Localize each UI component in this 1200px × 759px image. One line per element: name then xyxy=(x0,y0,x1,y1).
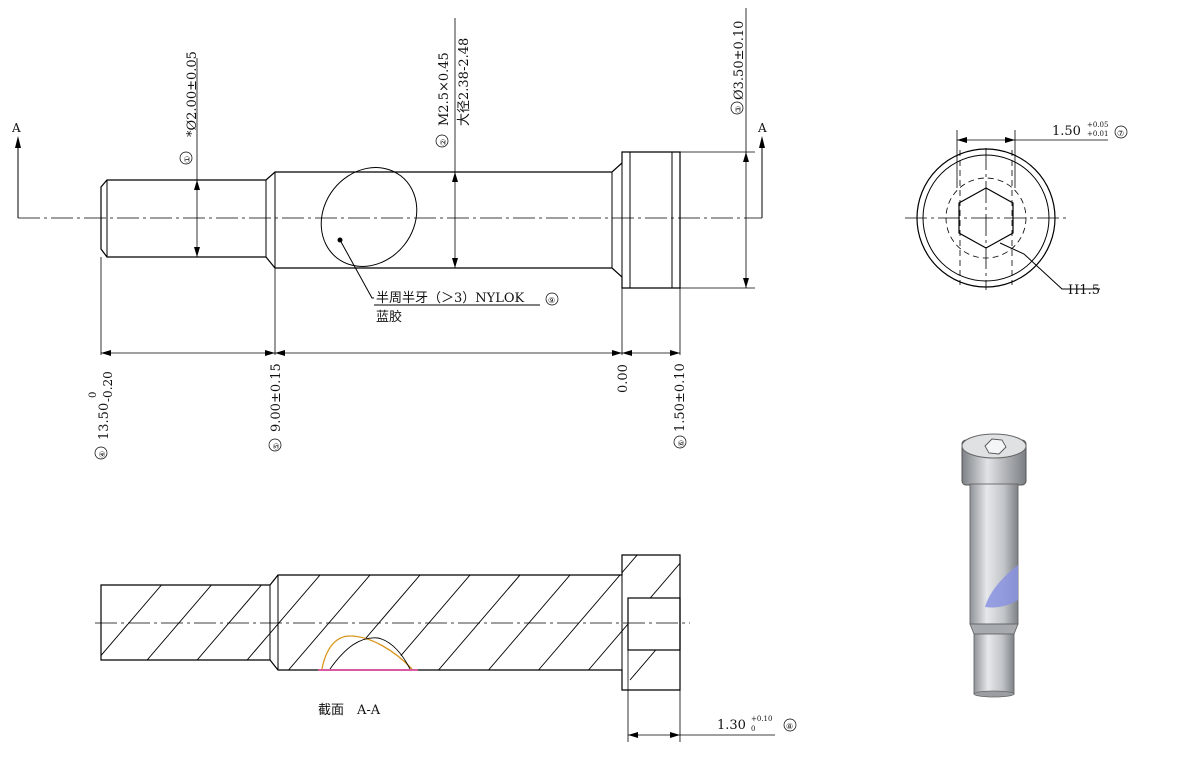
hex-size-text: H1.5 xyxy=(1068,283,1100,298)
dim-7-upper: +0.05 xyxy=(1087,121,1108,129)
dim-2-line1: M2.5×0.45 xyxy=(437,52,452,126)
nylok-patch-ellipse xyxy=(320,167,418,267)
svg-text:⑦: ⑦ xyxy=(1117,129,1124,138)
pin-outline xyxy=(100,151,681,299)
svg-text:④: ④ xyxy=(98,451,107,458)
dim-4-lower: -0.20 xyxy=(101,371,115,402)
dim-8-text: 1.30 xyxy=(717,718,746,733)
dim-7-text: 1.50 xyxy=(1052,124,1081,139)
svg-text:⑤: ⑤ xyxy=(272,443,281,450)
svg-text:⑨: ⑨ xyxy=(548,296,555,305)
hex-socket xyxy=(958,187,1014,249)
dim-6-head-length: 1.50±0.10 ⑥ xyxy=(673,363,688,449)
dim-4-text: 13.50 xyxy=(97,403,112,440)
section-mark-left: A xyxy=(11,121,21,135)
dim-4-upper: 0 xyxy=(88,392,99,398)
dim-3-text: Ø3.50±0.10 xyxy=(732,21,747,100)
section-hatching xyxy=(101,555,680,681)
dim-3-head-diameter: Ø3.50±0.10 ③ xyxy=(680,8,755,289)
iso-model xyxy=(961,433,1027,698)
dim-8-upper: +0.10 xyxy=(751,715,772,723)
dim-1-text: *Ø2.00±0.05 xyxy=(185,51,200,137)
svg-text:⑥: ⑥ xyxy=(677,440,686,447)
svg-text:②: ② xyxy=(439,139,448,146)
svg-text:⑧: ⑧ xyxy=(786,722,793,731)
model-nylok-patch xyxy=(985,565,1018,608)
dim-7-lower: +0.01 xyxy=(1087,130,1108,138)
dim-zero-text: 0.00 xyxy=(616,364,631,393)
section-view-a-a: 截面 A-A 1.30 +0.10 0 ⑧ xyxy=(95,554,797,742)
model-hex-socket xyxy=(984,438,1007,455)
dim-4-overall-length: 13.50 0 -0.20 ④ xyxy=(88,371,115,460)
dim-5-text: 9.00±0.15 xyxy=(269,363,284,432)
nylok-patch-outline xyxy=(321,635,413,670)
dim-2-thread: M2.5×0.45 大径2.38-2.48 ② xyxy=(435,18,472,268)
callout-9-line2: 蓝胶 xyxy=(376,309,402,325)
dim-2-line2: 大径2.38-2.48 xyxy=(457,38,472,126)
callout-9-line1: 半周半牙（＞3）NYLOK xyxy=(376,291,525,306)
side-view: A A *Ø2.00±0.05 xyxy=(11,8,767,460)
svg-text:③: ③ xyxy=(734,106,743,113)
section-mark-right: A xyxy=(757,121,767,135)
svg-text:①: ① xyxy=(183,156,192,163)
dim-6-text: 1.50±0.10 xyxy=(673,363,688,432)
dim-5-length: 9.00±0.15 ⑤ xyxy=(268,363,284,452)
section-line-a-a: A A xyxy=(11,121,767,218)
length-dimensions xyxy=(100,257,681,356)
section-label: 截面 A-A xyxy=(318,703,381,718)
dim-1-diameter: *Ø2.00±0.05 ① xyxy=(179,51,200,257)
callout-9-nylok: 半周半牙（＞3）NYLOK 蓝胶 ⑨ xyxy=(374,291,559,325)
dim-8-lower: 0 xyxy=(751,725,755,733)
end-view: 1.50 +0.05 +0.01 ⑦ H1.5 xyxy=(905,121,1128,298)
